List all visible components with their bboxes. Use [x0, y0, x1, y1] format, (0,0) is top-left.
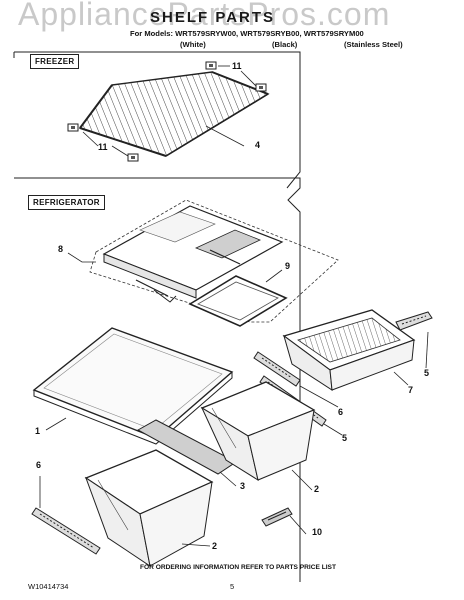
callout-bracket-top: 5: [424, 368, 430, 378]
crisper-insert: [188, 275, 288, 327]
freezer-shelf-clip-4: [127, 153, 139, 162]
freezer-shelf-clip-2: [255, 83, 267, 92]
crisper-cover-frame: [102, 205, 284, 303]
page-title: SHELF PARTS: [150, 9, 276, 26]
crisper-cover-outline: [89, 199, 339, 323]
callout-slide-left: 6: [36, 460, 42, 470]
slide-rail-middle: [253, 351, 301, 387]
doc-number: W10414734: [28, 582, 69, 591]
freezer-shelf-clip-1: [205, 61, 217, 70]
callout-insert: 9: [285, 261, 291, 271]
callout-freezer-clip-top: 11: [232, 61, 242, 71]
callout-cover-frame: 8: [58, 244, 64, 254]
refrigerator-section-label: REFRIGERATOR: [28, 195, 105, 210]
ordering-note: FOR ORDERING INFORMATION REFER TO PARTS …: [140, 564, 336, 571]
finish-black: (Black): [272, 40, 298, 49]
crisper-pan: [282, 309, 416, 391]
callout-crisper-lower: 2: [212, 541, 218, 551]
models-line: For Models: WRT579SRYW00, WRT579SRYB00, …: [130, 29, 364, 38]
callout-control: 10: [312, 527, 323, 537]
freezer-shelf-clip-3: [67, 123, 79, 132]
finish-white: (White): [180, 40, 206, 49]
page-number: 5: [230, 582, 235, 591]
refrigerator-leader-lines: [39, 252, 429, 547]
freezer-section-label: FREEZER: [30, 54, 80, 69]
callout-crisper-upper: 2: [314, 484, 320, 494]
refrigerator-section-frame: [14, 177, 301, 582]
glass-shelf: [32, 327, 234, 445]
freezer-section-frame: [13, 51, 301, 189]
callout-freezer-shelf: 4: [255, 140, 261, 150]
callout-cover-plate: 3: [240, 481, 246, 491]
slide-rail-left: [31, 507, 101, 555]
humidity-control: [261, 507, 293, 527]
freezer-leader-lines: [82, 65, 257, 157]
crisper-drawer-lower: [84, 449, 214, 568]
callout-freezer-clip-bottom: 11: [98, 142, 108, 152]
callout-bracket-mid: 5: [342, 433, 348, 443]
watermark: AppliancePartsPros.com: [18, 0, 391, 32]
slide-bracket-top: [395, 311, 433, 331]
finish-stainless: (Stainless Steel): [344, 40, 403, 49]
freezer-wire-shelf: [78, 71, 270, 157]
callout-crisper-pan: 7: [408, 385, 414, 395]
callout-slide-mid: 6: [338, 407, 344, 417]
callout-glass-shelf: 1: [35, 426, 41, 436]
crisper-drawer-upper: [200, 381, 316, 482]
